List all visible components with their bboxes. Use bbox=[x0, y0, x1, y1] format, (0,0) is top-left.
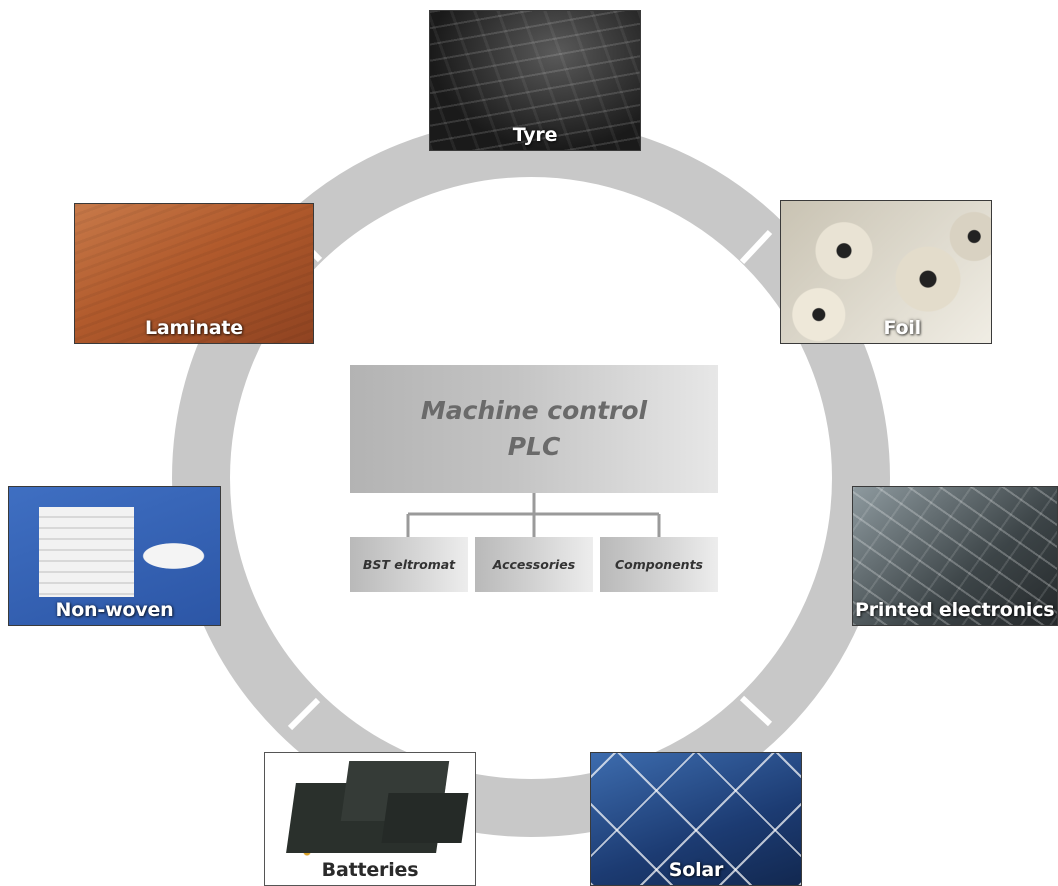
plc-connector bbox=[406, 493, 661, 537]
solar-label: Solar bbox=[668, 859, 724, 881]
batteries-label: Batteries bbox=[321, 859, 419, 881]
plc-title-line1: Machine control bbox=[420, 396, 648, 425]
tyre-label: Tyre bbox=[512, 124, 558, 146]
sub-box-accessories[interactable]: Accessories bbox=[475, 537, 593, 592]
battery-block bbox=[381, 793, 469, 843]
sub-box-bst-eltromat[interactable]: BST eltromat bbox=[350, 537, 468, 592]
ring-gap bbox=[287, 697, 321, 731]
plc-title-line2: PLC bbox=[507, 432, 561, 461]
laminate-label: Laminate bbox=[145, 317, 243, 339]
ring-gap bbox=[739, 695, 773, 727]
batteries-tile[interactable]: Batteries bbox=[264, 752, 476, 886]
printed-electronics-label: Printed electronics bbox=[855, 599, 1055, 621]
ring-gap bbox=[739, 229, 773, 265]
printed-electronics-tile[interactable]: Printed electronics bbox=[852, 486, 1058, 626]
sub-box-label: Accessories bbox=[492, 557, 576, 572]
solar-tile[interactable]: Solar bbox=[590, 752, 802, 886]
non-woven-label: Non-woven bbox=[55, 599, 174, 621]
non-woven-tile[interactable]: Non-woven bbox=[8, 486, 221, 626]
laminate-tile[interactable]: Laminate bbox=[74, 203, 314, 344]
sub-box-label: Components bbox=[614, 557, 703, 572]
foil-label: Foil bbox=[883, 317, 922, 339]
sub-box-label: BST eltromat bbox=[362, 557, 456, 572]
sub-box-components[interactable]: Components bbox=[600, 537, 718, 592]
plc-box: Machine control PLC bbox=[350, 365, 718, 493]
foil-tile[interactable]: Foil bbox=[780, 200, 992, 344]
tyre-tile[interactable]: Tyre bbox=[429, 10, 641, 151]
